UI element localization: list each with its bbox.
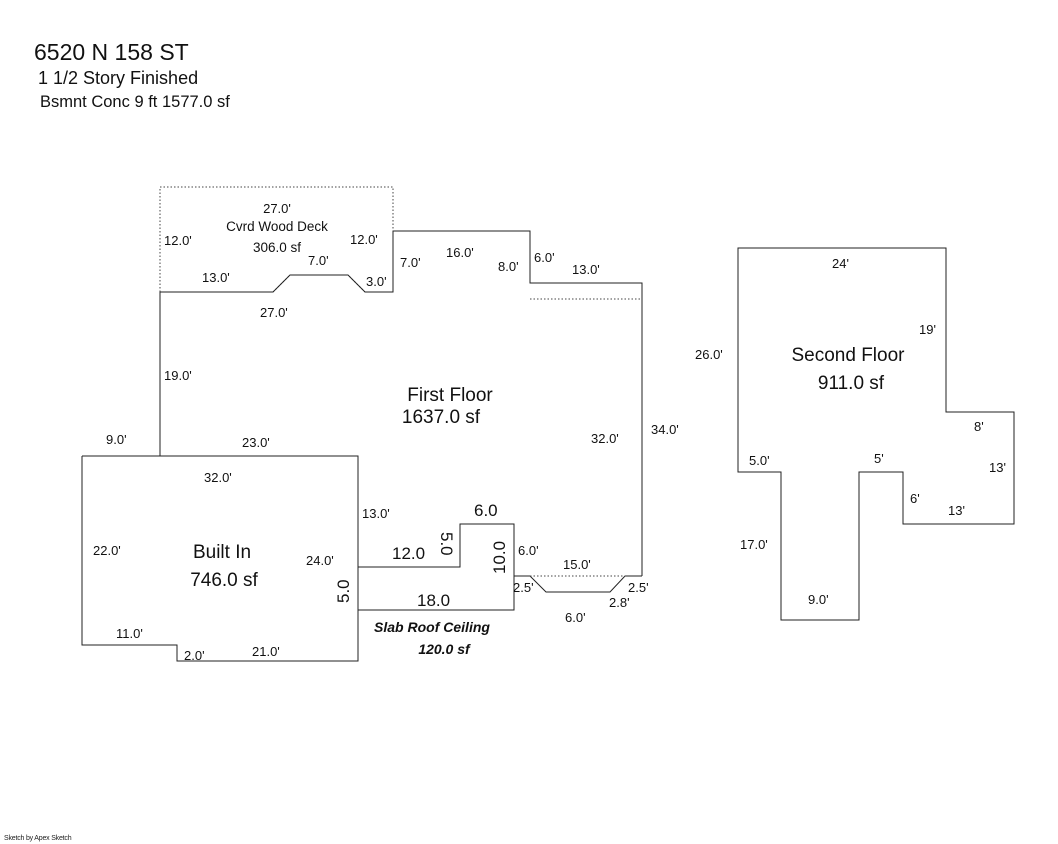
dim-label: 13.0' (202, 270, 230, 285)
second-floor-outline (737, 247, 1015, 621)
built-in-name: Built In (193, 542, 251, 563)
dim-label: 13.0' (362, 506, 390, 521)
dim-label: 11.0' (116, 626, 143, 641)
dim-label: 24' (832, 256, 849, 271)
dim-label: 13' (989, 460, 1006, 475)
dim-label: 5.0' (749, 453, 770, 468)
slab-outline (358, 523, 515, 611)
dim-label: 22.0' (93, 543, 121, 558)
dim-label: 18.0 (417, 591, 450, 610)
property-address: 6520 N 158 ST (34, 39, 189, 65)
dim-label: 3.0' (366, 274, 387, 289)
slab-name: Slab Roof Ceiling (374, 619, 490, 635)
first-floor-area: 1637.0 sf (402, 407, 481, 428)
dim-label: 10.0 (490, 541, 509, 574)
dim-label: 16.0' (446, 245, 474, 260)
dim-label: 32.0' (591, 431, 619, 446)
dim-label: 5' (874, 451, 884, 466)
dim-label: 23.0' (242, 435, 270, 450)
bay-outline (514, 575, 642, 593)
dim-label: 8.0' (498, 259, 519, 274)
dim-label: 32.0' (204, 470, 232, 485)
dim-label: 6.0' (518, 543, 539, 558)
dim-label: 27.0' (260, 305, 288, 320)
first-floor-name: First Floor (407, 385, 493, 406)
deck-name: Cvrd Wood Deck (226, 219, 328, 234)
deck-area: 306.0 sf (253, 240, 301, 255)
dim-label: 13.0' (572, 262, 600, 277)
dim-label: 5.0 (437, 532, 456, 556)
second-floor-area: 911.0 sf (818, 373, 885, 394)
sketch-credit: Sketch by Apex Sketch (4, 835, 72, 842)
dim-label: 2.8' (609, 595, 630, 610)
dim-label: 12.0' (164, 233, 192, 248)
dim-label: 15.0' (563, 557, 591, 572)
dim-label: 2.0' (184, 648, 205, 663)
dim-label: 7.0' (400, 255, 421, 270)
dim-label: 24.0' (306, 553, 334, 568)
dim-label: 19' (919, 322, 936, 337)
built-in-outline (81, 455, 359, 662)
basement-description: Bsmnt Conc 9 ft 1577.0 sf (40, 93, 230, 111)
first-floor-outline (159, 230, 643, 576)
built-in-area: 746.0 sf (190, 570, 258, 591)
second-floor-name: Second Floor (791, 345, 905, 366)
dim-label: 27.0' (263, 201, 291, 216)
dim-label: 7.0' (308, 253, 329, 268)
dim-label: 17.0' (740, 537, 768, 552)
dim-label: 9.0' (106, 432, 127, 447)
dim-label: 2.5' (628, 580, 649, 595)
dim-label: 6.0 (474, 501, 498, 520)
dim-label: 5.0 (334, 579, 353, 603)
dim-label: 21.0' (252, 644, 280, 659)
dim-label: 12.0' (350, 232, 378, 247)
dim-label: 2.5' (513, 580, 534, 595)
deck-outline (159, 186, 394, 292)
dim-label: 34.0' (651, 422, 679, 437)
slab-area: 120.0 sf (418, 641, 471, 657)
sketch-header: 6520 N 158 ST 1 1/2 Story Finished Bsmnt… (34, 38, 230, 114)
dim-label: 9.0' (808, 592, 829, 607)
dim-label: 8' (974, 419, 984, 434)
story-description: 1 1/2 Story Finished (38, 68, 199, 88)
dim-label: 13' (948, 503, 965, 518)
dim-label: 12.0 (392, 544, 425, 563)
dim-label: 6.0' (534, 250, 555, 265)
dim-label: 19.0' (164, 368, 192, 383)
dim-label: 26.0' (695, 347, 723, 362)
dim-label: 6.0' (565, 610, 586, 625)
dim-label: 6' (910, 491, 920, 506)
